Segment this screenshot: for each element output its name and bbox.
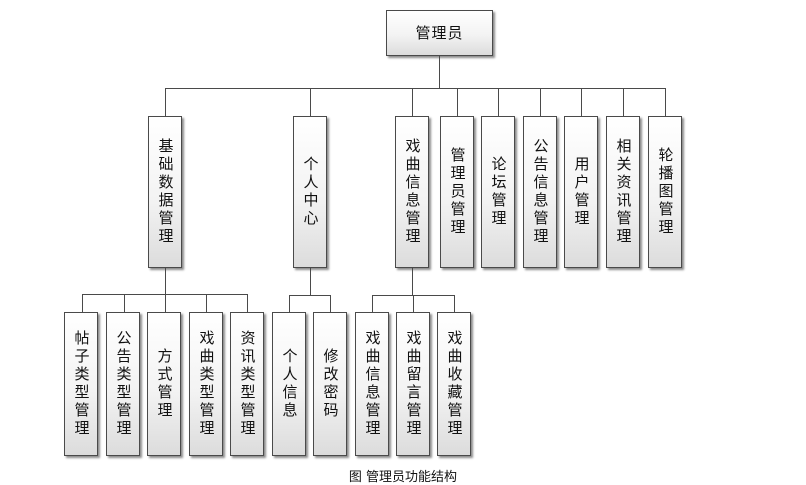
node-news-management: 相关资讯管理 <box>606 116 640 268</box>
connector <box>165 88 166 116</box>
node-label: 修改密码 <box>321 348 340 420</box>
node-label: 论坛管理 <box>489 156 508 228</box>
node-personal-info: 个人信息 <box>272 312 306 456</box>
node-label: 戏曲类型管理 <box>197 330 216 438</box>
connector <box>412 88 413 116</box>
node-method-management: 方式管理 <box>147 312 181 456</box>
node-label: 管理员管理 <box>448 147 467 237</box>
node-label: 公告类型管理 <box>114 330 133 438</box>
node-carousel-management: 轮播图管理 <box>648 116 682 268</box>
node-label: 个人信息 <box>280 348 299 420</box>
connector <box>581 88 582 116</box>
node-label: 相关资讯管理 <box>614 138 633 246</box>
connector <box>206 294 207 312</box>
node-basic-data-management: 基础数据管理 <box>148 116 182 268</box>
connector <box>82 294 83 312</box>
node-user-management: 用户管理 <box>564 116 598 268</box>
connector <box>412 268 413 295</box>
node-admin-management: 管理员管理 <box>440 116 474 268</box>
node-opera-comment-management: 戏曲留言管理 <box>396 312 430 456</box>
node-label: 用户管理 <box>572 156 591 228</box>
node-opera-favorite-management: 戏曲收藏管理 <box>437 312 471 456</box>
connector <box>165 88 666 89</box>
connector <box>165 294 166 312</box>
connector <box>540 88 541 116</box>
node-label: 戏曲信息管理 <box>363 330 382 438</box>
connector <box>124 294 125 312</box>
node-announcement-type-management: 公告类型管理 <box>106 312 140 456</box>
connector <box>330 295 331 312</box>
connector <box>413 295 414 312</box>
connector <box>665 88 666 116</box>
connector <box>310 88 311 116</box>
connector <box>289 295 290 312</box>
connector <box>165 268 166 294</box>
node-post-type-management: 帖子类型管理 <box>64 312 98 456</box>
node-label: 方式管理 <box>155 348 174 420</box>
connector <box>439 56 440 88</box>
node-opera-type-management: 戏曲类型管理 <box>189 312 223 456</box>
node-label: 轮播图管理 <box>656 147 675 237</box>
node-announcement-management: 公告信息管理 <box>523 116 557 268</box>
node-label: 戏曲收藏管理 <box>445 330 464 438</box>
node-label: 公告信息管理 <box>531 138 550 246</box>
node-opera-info-management: 戏曲信息管理 <box>395 116 429 268</box>
connector <box>454 295 455 312</box>
connector <box>457 88 458 116</box>
node-forum-management: 论坛管理 <box>481 116 515 268</box>
connector <box>310 268 311 295</box>
node-root-admin: 管理员 <box>386 10 493 56</box>
connector <box>247 294 248 312</box>
node-personal-center: 个人中心 <box>293 116 327 268</box>
node-opera-info-sub-management: 戏曲信息管理 <box>355 312 389 456</box>
node-label: 帖子类型管理 <box>72 330 91 438</box>
node-label: 基础数据管理 <box>156 138 175 246</box>
connector <box>289 295 331 296</box>
node-label: 个人中心 <box>301 156 320 228</box>
node-label: 戏曲信息管理 <box>403 138 422 246</box>
node-news-type-management: 资讯类型管理 <box>230 312 264 456</box>
connector <box>372 295 373 312</box>
connector <box>623 88 624 116</box>
node-label: 资讯类型管理 <box>238 330 257 438</box>
node-label: 管理员 <box>415 23 464 42</box>
node-change-password: 修改密码 <box>313 312 347 456</box>
node-label: 戏曲留言管理 <box>404 330 423 438</box>
connector <box>498 88 499 116</box>
